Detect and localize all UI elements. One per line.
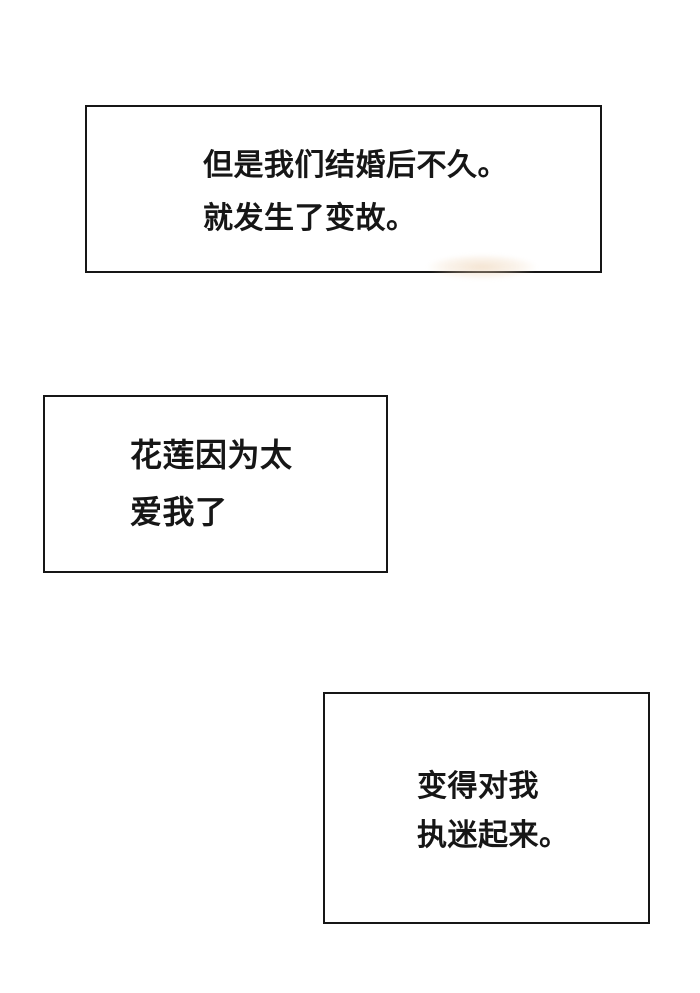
narration-text-1: 但是我们结婚后不久。 就发生了变故。 xyxy=(203,139,508,245)
narration-box-2: 花莲因为太 爱我了 xyxy=(43,395,388,573)
narration-text-3: 变得对我 执迷起来。 xyxy=(417,762,570,860)
caption-line: 就发生了变故。 xyxy=(203,201,417,236)
caption-line: 爱我了 xyxy=(130,493,228,531)
caption-line: 但是我们结婚后不久。 xyxy=(203,148,508,183)
narration-text-2: 花莲因为太 爱我了 xyxy=(130,427,293,541)
caption-line: 变得对我 xyxy=(417,769,539,804)
caption-line: 执迷起来。 xyxy=(417,818,570,853)
narration-box-1: 但是我们结婚后不久。 就发生了变故。 xyxy=(85,105,602,280)
caption-line: 花莲因为太 xyxy=(130,436,293,474)
paper-smudge xyxy=(427,254,537,280)
narration-box-3: 变得对我 执迷起来。 xyxy=(323,692,650,924)
